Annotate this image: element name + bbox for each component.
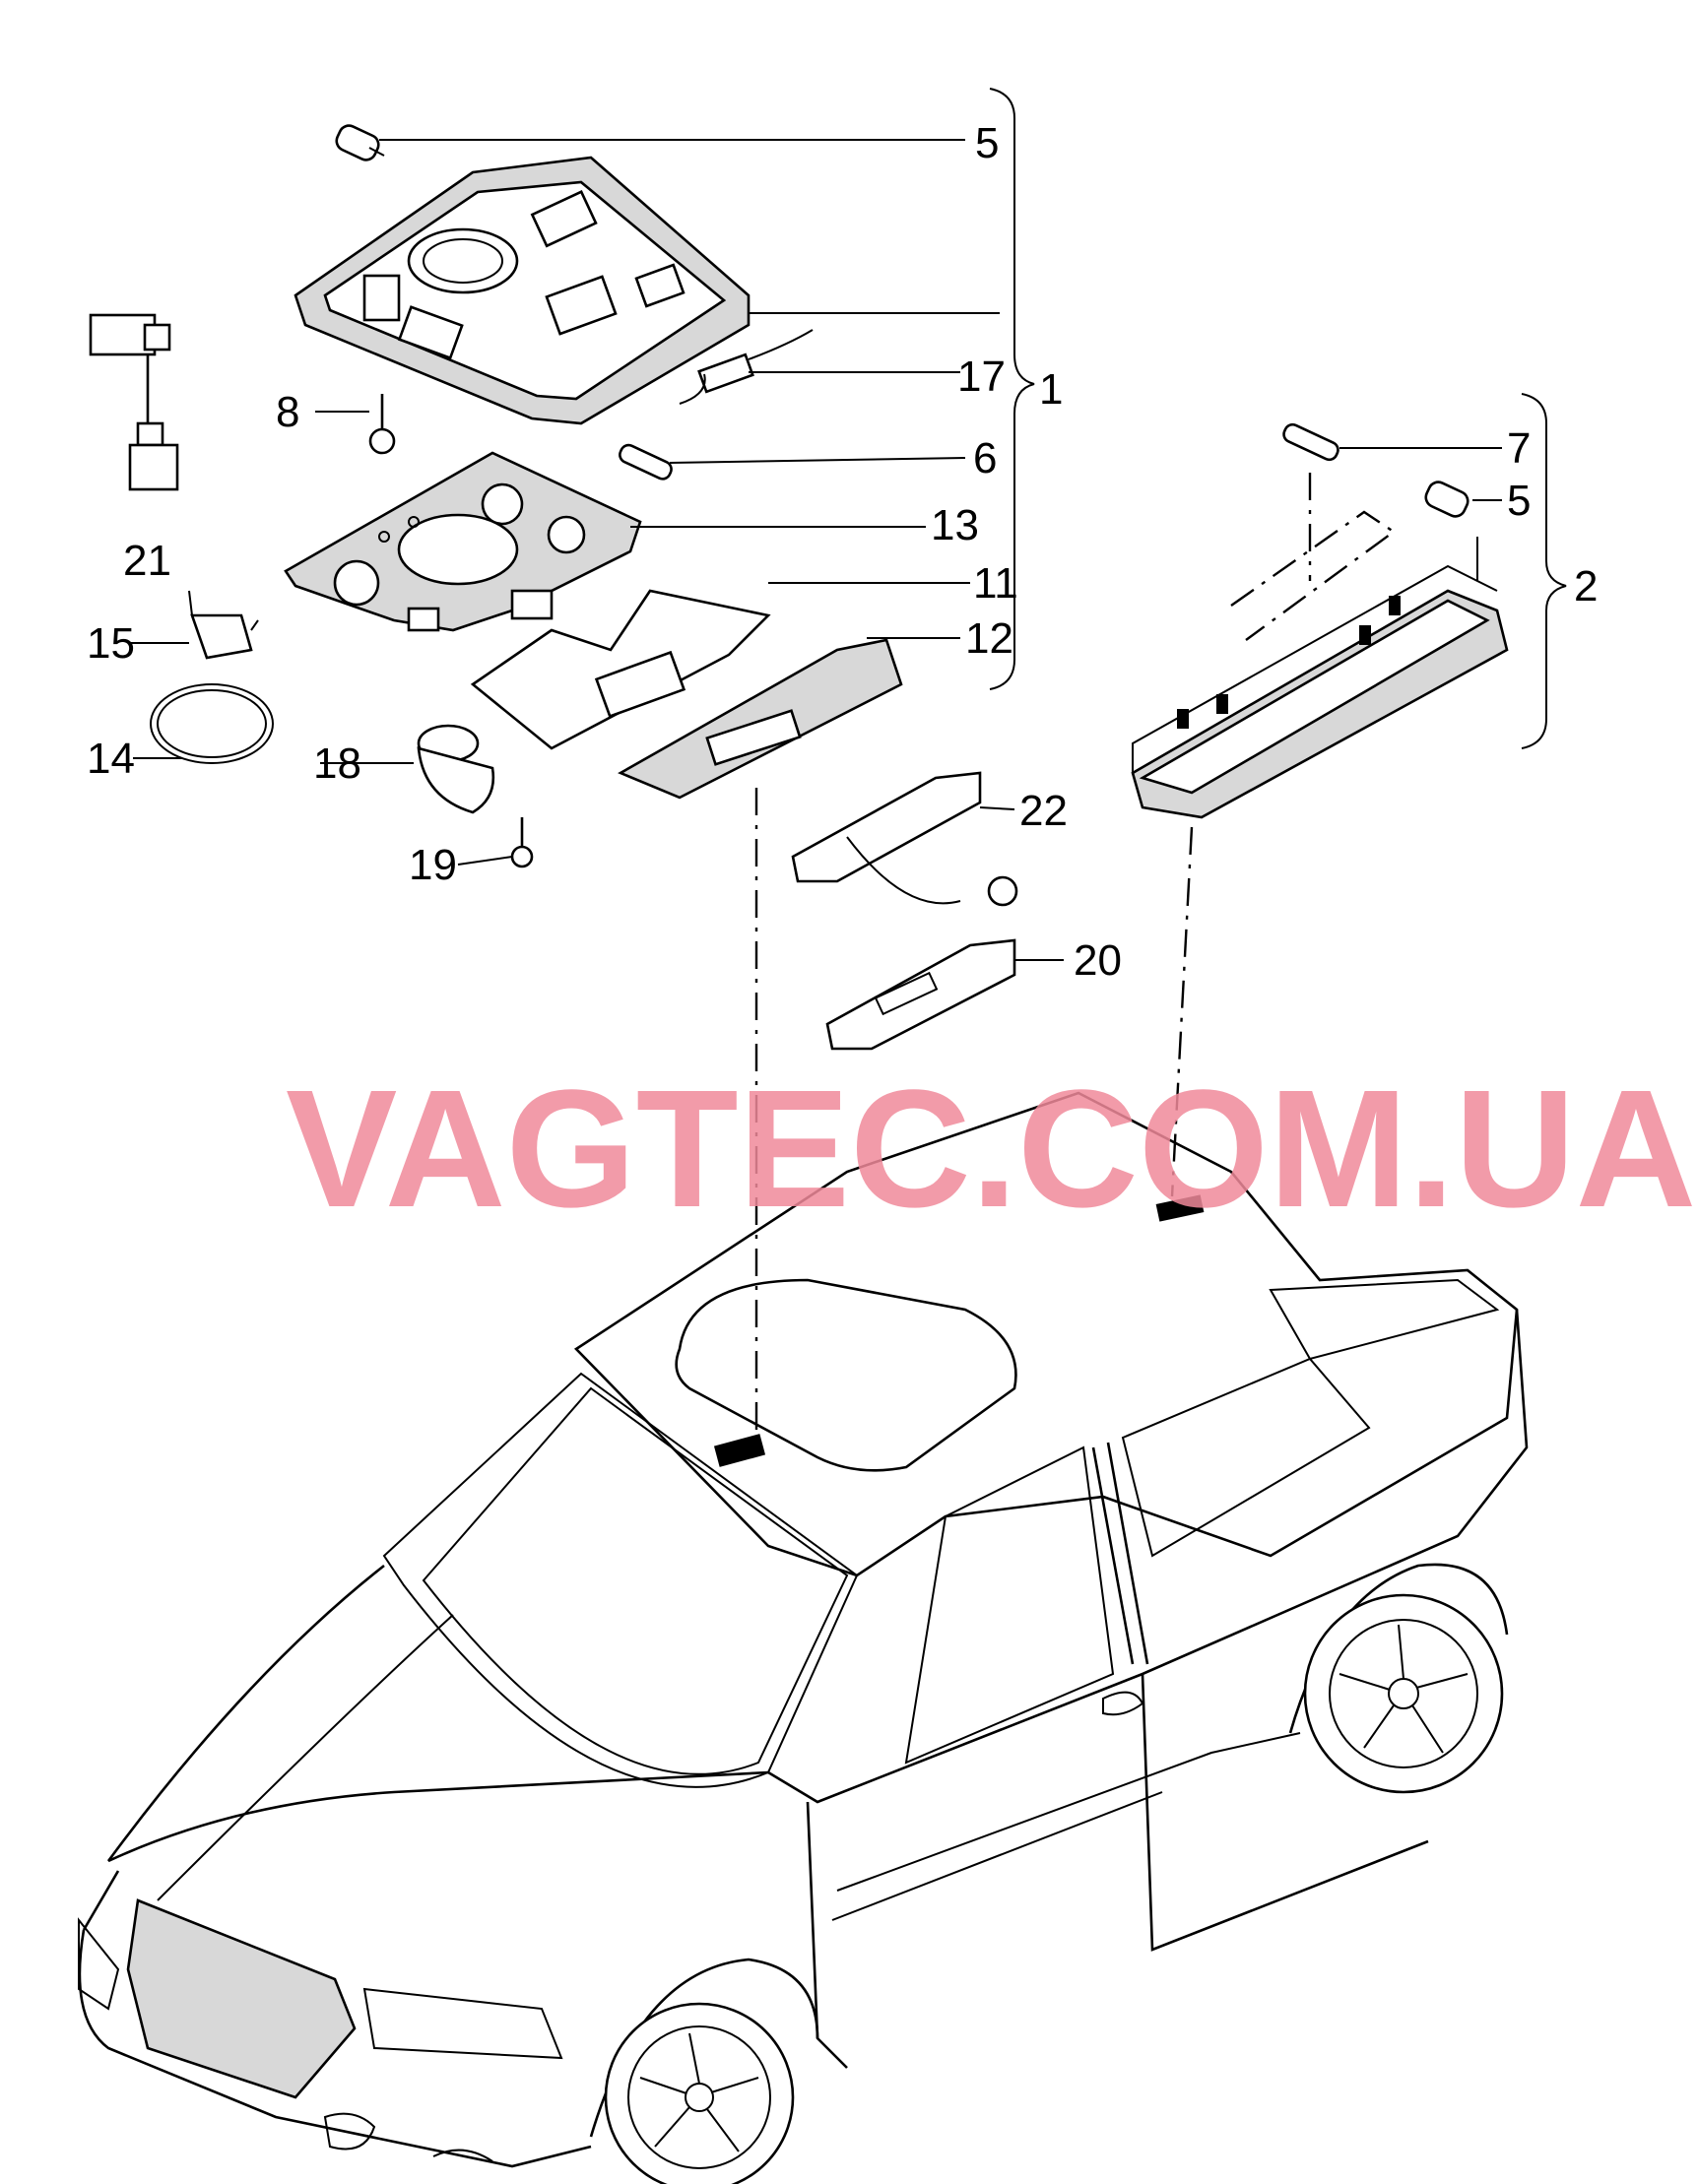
callout-17: 17: [957, 353, 1006, 401]
callout-12: 12: [965, 614, 1013, 663]
bracket-20: [825, 938, 1016, 1051]
wiring-connector-21: [89, 313, 179, 491]
bulb-5-front: [335, 124, 385, 161]
callout-13: 13: [931, 501, 979, 549]
front-wheel: [604, 2002, 795, 2184]
callout-7: 7: [1507, 424, 1531, 473]
bulb-5-rear: [1424, 481, 1469, 518]
harness-17: [679, 329, 814, 405]
dome-light-lens: [284, 451, 642, 632]
seal-ring-14: [150, 683, 274, 764]
leader-lines: [128, 88, 1567, 961]
sunroof: [675, 1278, 1017, 1472]
callout-5-rear: 5: [1507, 477, 1531, 525]
callout-22: 22: [1019, 787, 1068, 835]
callout-21: 21: [123, 537, 171, 585]
callout-1: 1: [1039, 365, 1063, 414]
callout-14: 14: [87, 735, 135, 783]
callout-5-front: 5: [975, 119, 999, 167]
headliner-trim-panel: [470, 589, 771, 750]
grille: [126, 1898, 357, 2099]
festoon-bulb-7: [1282, 422, 1339, 462]
front-interior-light-housing: [294, 156, 751, 425]
callout-11: 11: [973, 559, 1018, 608]
screw-19: [510, 817, 534, 868]
callout-19: 19: [409, 841, 457, 889]
bracket-22: [791, 771, 1018, 907]
car-body: [78, 1091, 1529, 2184]
reading-light-bar: [618, 638, 903, 800]
callout-2: 2: [1574, 562, 1598, 610]
callout-20: 20: [1074, 936, 1122, 985]
callout-8: 8: [276, 388, 299, 436]
callout-labels: 5 17 1 6 13 11 12 7 5 2 22 20 8 21 15 14…: [87, 119, 1598, 985]
callout-18: 18: [313, 739, 361, 788]
screw-8: [368, 394, 396, 455]
rear-light-location-marker: [1155, 1194, 1205, 1222]
callout-15: 15: [87, 619, 135, 668]
front-light-location-marker: [713, 1434, 766, 1467]
rear-interior-light: [1131, 564, 1509, 819]
watermark: VAGTEC.COM.UA: [286, 1056, 1696, 1243]
clip-15: [188, 590, 259, 660]
rear-wheel: [1303, 1593, 1504, 1794]
callout-6: 6: [973, 434, 997, 482]
microphone-18: [417, 724, 495, 814]
festoon-bulb-6: [619, 443, 673, 481]
